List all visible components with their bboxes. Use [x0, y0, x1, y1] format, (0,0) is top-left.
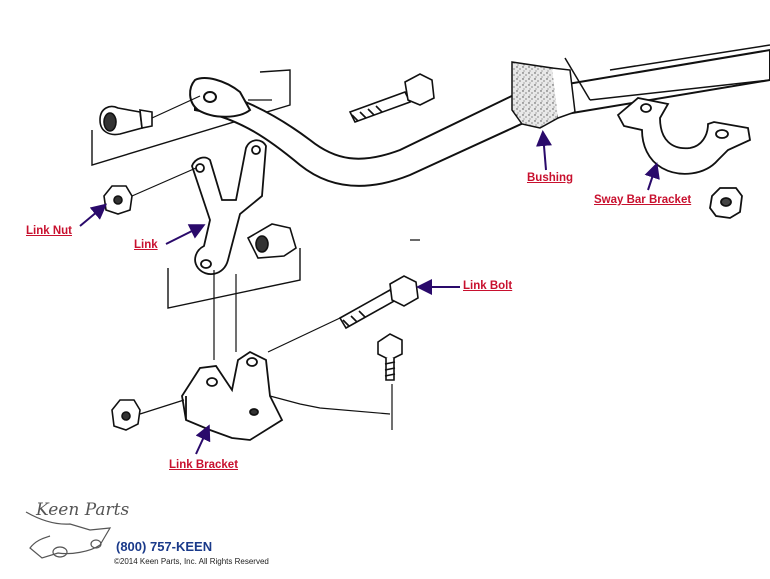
link-bolt-part — [338, 275, 419, 330]
bushing-label[interactable]: Bushing — [527, 172, 573, 184]
copyright-text: ©2014 Keen Parts, Inc. All Rights Reserv… — [114, 557, 269, 566]
keen-parts-logo: Keen Parts — [36, 500, 130, 520]
link-bolt-label[interactable]: Link Bolt — [463, 280, 513, 292]
logo-car-icon — [25, 511, 112, 559]
link-nut-upper-part — [103, 185, 133, 215]
sway-bar-bracket-part — [616, 97, 752, 175]
assembly-lines — [131, 95, 420, 430]
pointer-arrows — [79, 130, 660, 455]
link-label[interactable]: Link — [134, 239, 158, 251]
sway-bar-nut-part — [709, 187, 743, 219]
bracket-bolt-part — [377, 333, 403, 381]
link-bushing-upper — [99, 105, 153, 136]
link-part — [191, 139, 267, 275]
sway-bar-end — [189, 77, 252, 118]
sway-bar-bracket-label[interactable]: Sway Bar Bracket — [594, 194, 692, 206]
top-bolt-part — [348, 73, 435, 123]
link-nut-label[interactable]: Link Nut — [26, 225, 72, 237]
background-planes — [91, 69, 301, 309]
link-nut-lower-part — [111, 399, 141, 431]
link-bracket-label[interactable]: Link Bracket — [169, 459, 239, 471]
link-bracket-part — [181, 350, 284, 441]
bushing-part — [511, 61, 576, 129]
link-bushing-middle — [246, 223, 297, 259]
phone-number: (800) 757-KEEN — [116, 539, 213, 554]
